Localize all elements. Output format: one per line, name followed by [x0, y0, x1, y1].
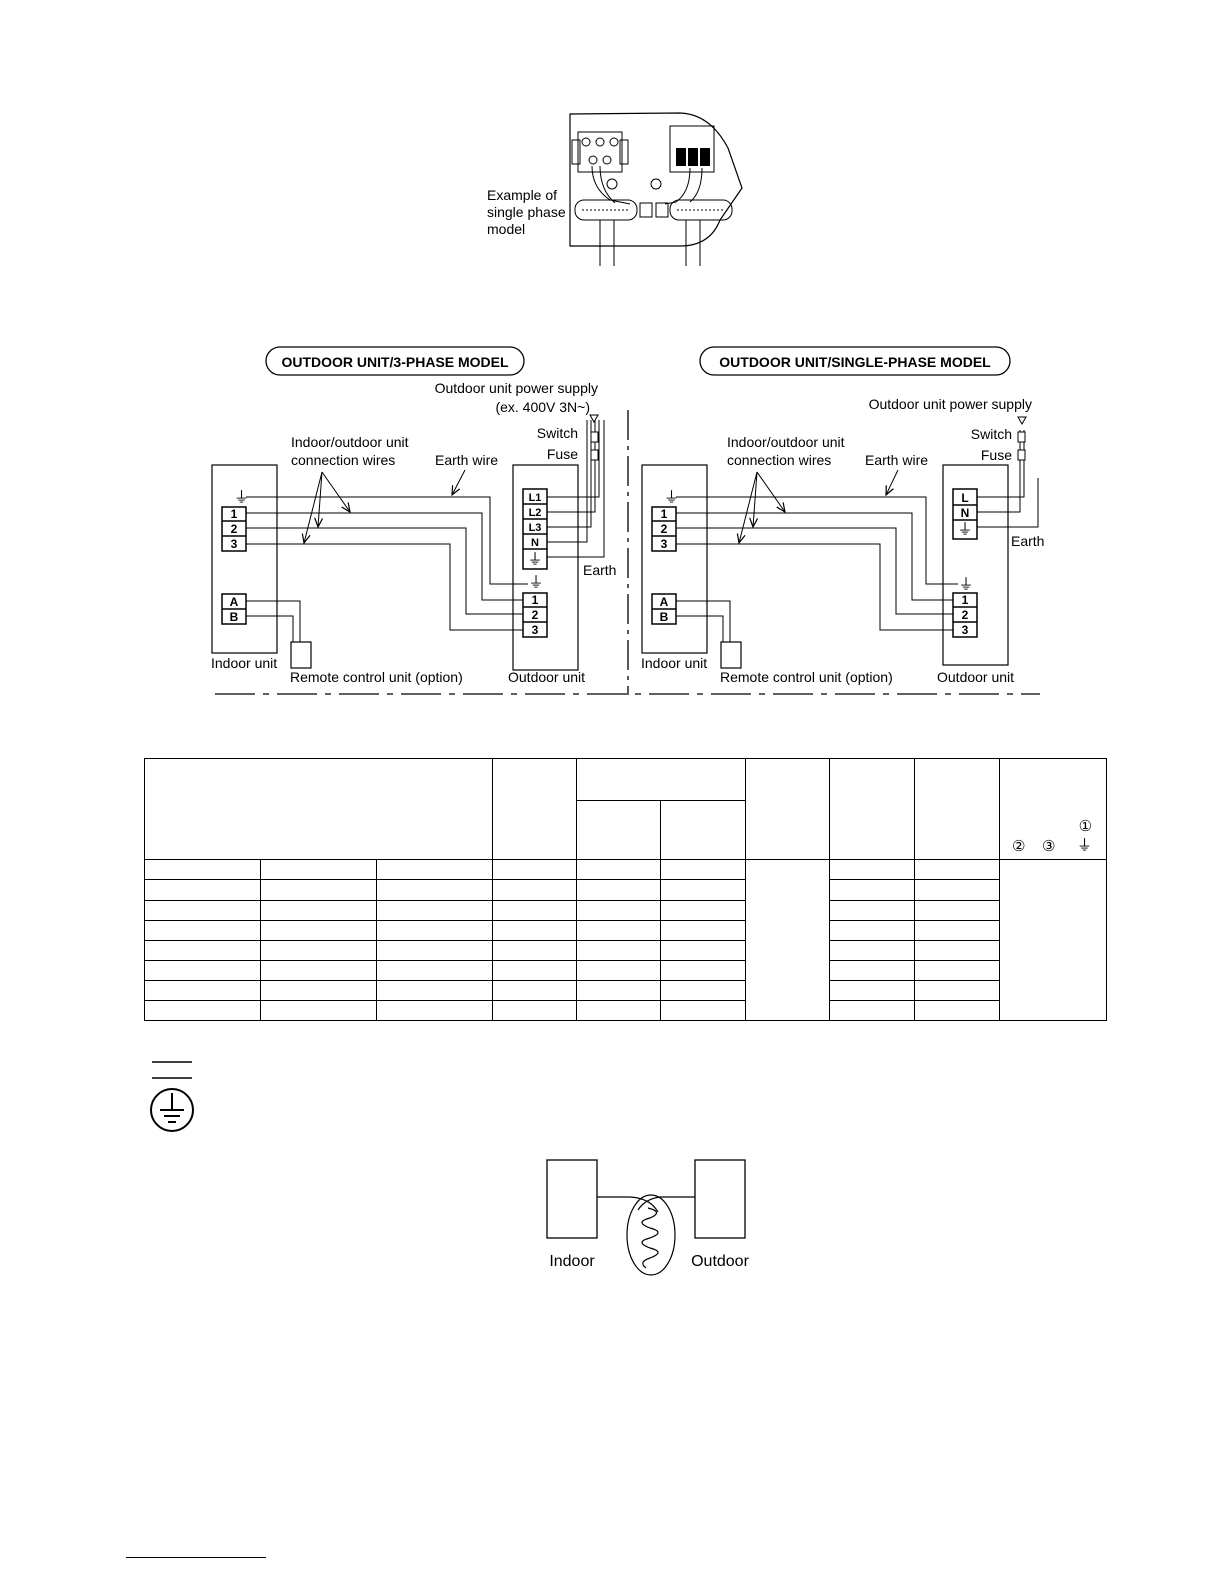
- indoor-label: Indoor: [549, 1253, 595, 1270]
- remote-terminal: A: [230, 595, 239, 609]
- three-phase-title: OUTDOOR UNIT/3-PHASE MODEL: [281, 354, 509, 370]
- earth-wire-label: Earth wire: [865, 452, 928, 468]
- power-terminal: L2: [529, 507, 542, 519]
- table-header-cell: [745, 757, 831, 861]
- footnote-rule: [126, 1557, 266, 1558]
- power-spec-label: (ex. 400V 3N~): [495, 399, 590, 415]
- indoor-unit-label: Indoor unit: [211, 655, 277, 671]
- table-row: [144, 899, 1107, 921]
- caption-line: single phase: [487, 204, 566, 220]
- svg-text:⏚: ⏚: [234, 488, 249, 506]
- outdoor-unit-label: Outdoor unit: [508, 669, 585, 685]
- power-supply-label: Outdoor unit power supply: [869, 396, 1032, 412]
- terminal-example-caption: Example of single phase model: [487, 187, 566, 238]
- power-supply-label: Outdoor unit power supply: [435, 380, 598, 396]
- outdoor-unit-box: [512, 464, 579, 671]
- power-terminal: L3: [529, 522, 542, 534]
- circled-number: ①: [1078, 817, 1093, 836]
- outdoor-terminal: 2: [962, 608, 969, 622]
- svg-text:⏚: ⏚: [664, 488, 679, 506]
- table-header-cell: [914, 757, 1001, 861]
- table-row: [144, 999, 1107, 1022]
- table-header-cell: [576, 800, 662, 861]
- remote-terminal: A: [660, 595, 669, 609]
- table-header-cell: [660, 800, 747, 861]
- fuse-label: Fuse: [981, 447, 1012, 463]
- svg-text:⏚: ⏚: [957, 520, 972, 538]
- earth-wire-label: Earth wire: [435, 452, 498, 468]
- switch-label: Switch: [537, 425, 578, 441]
- table-row: [144, 939, 1107, 961]
- remote-terminal: B: [660, 610, 669, 624]
- specification-table: ① ② ③ ⏚: [143, 757, 1108, 1022]
- svg-text:⏚: ⏚: [527, 550, 542, 568]
- indoor-terminal: 2: [661, 522, 668, 536]
- earth-symbol-note: [150, 1061, 194, 1132]
- fuse-label: Fuse: [547, 446, 578, 462]
- outdoor-terminal: 2: [532, 608, 539, 622]
- indoor-terminal: 1: [661, 507, 668, 521]
- indoor-unit-box: [211, 464, 278, 654]
- indoor-terminal: 3: [231, 537, 238, 551]
- table-header-cell: [143, 757, 494, 861]
- table-header-cell: [576, 757, 747, 802]
- power-terminal: L1: [529, 492, 542, 504]
- table-row: [144, 979, 1107, 1001]
- remote-terminal: B: [230, 610, 239, 624]
- title-pill-three-phase: [265, 346, 525, 376]
- outdoor-terminal: 3: [532, 623, 539, 637]
- terminal-block-illustration: [569, 112, 743, 266]
- circled-number: ②: [1012, 837, 1026, 856]
- remote-box: [720, 641, 742, 669]
- svg-text:⏚: ⏚: [958, 575, 973, 593]
- remote-control-label: Remote control unit (option): [720, 669, 893, 685]
- connection-wires-label: connection wires: [291, 452, 395, 468]
- indoor-unit-box: [641, 464, 708, 654]
- earth-icon: [150, 1088, 194, 1132]
- outdoor-terminal: 3: [962, 623, 969, 637]
- outdoor-unit-box: [942, 464, 1009, 666]
- outdoor-label: Outdoor: [691, 1253, 749, 1270]
- table-row: [144, 959, 1107, 981]
- connection-wires-label: Indoor/outdoor unit: [291, 434, 409, 450]
- outdoor-terminal: 1: [532, 593, 539, 607]
- wiring-diagrams: OUTDOOR UNIT/3-PHASE MODEL Outdoor unit …: [211, 346, 1044, 695]
- table-header-cell: [492, 757, 578, 861]
- power-terminal: N: [961, 506, 970, 520]
- indoor-terminal: 2: [231, 522, 238, 536]
- table-row: [144, 919, 1107, 941]
- table-header-cell: [829, 757, 916, 861]
- title-pill-single-phase: [699, 346, 1011, 376]
- table-row: [144, 879, 1107, 901]
- indoor-unit-label: Indoor unit: [641, 655, 707, 671]
- outdoor-terminal: 1: [962, 593, 969, 607]
- power-terminal: N: [531, 537, 539, 549]
- indoor-terminal: 1: [231, 507, 238, 521]
- earth-label: Earth: [583, 562, 616, 578]
- table-header-symbols: ① ② ③ ⏚: [999, 757, 1108, 861]
- single-phase-title: OUTDOOR UNIT/SINGLE-PHASE MODEL: [719, 354, 991, 370]
- connection-wires-label: Indoor/outdoor unit: [727, 434, 845, 450]
- outdoor-box: [694, 1159, 746, 1239]
- switch-label: Switch: [971, 426, 1012, 442]
- outdoor-unit-label: Outdoor unit: [937, 669, 1014, 685]
- remote-box: [290, 641, 312, 669]
- wire-loop-diagram: Indoor Outdoor: [546, 1159, 750, 1276]
- indoor-terminal: 3: [661, 537, 668, 551]
- caption-line: Example of: [487, 187, 558, 203]
- power-terminal: L: [961, 491, 968, 505]
- earth-icon: ⏚: [1077, 836, 1093, 855]
- connection-wires-label: connection wires: [727, 452, 831, 468]
- circled-number: ③: [1042, 837, 1056, 856]
- indoor-box: [546, 1159, 598, 1239]
- earth-label: Earth: [1011, 533, 1044, 549]
- remote-control-label: Remote control unit (option): [290, 669, 463, 685]
- caption-line: model: [487, 221, 526, 237]
- svg-text:⏚: ⏚: [528, 573, 543, 591]
- table-row: [144, 859, 1108, 1021]
